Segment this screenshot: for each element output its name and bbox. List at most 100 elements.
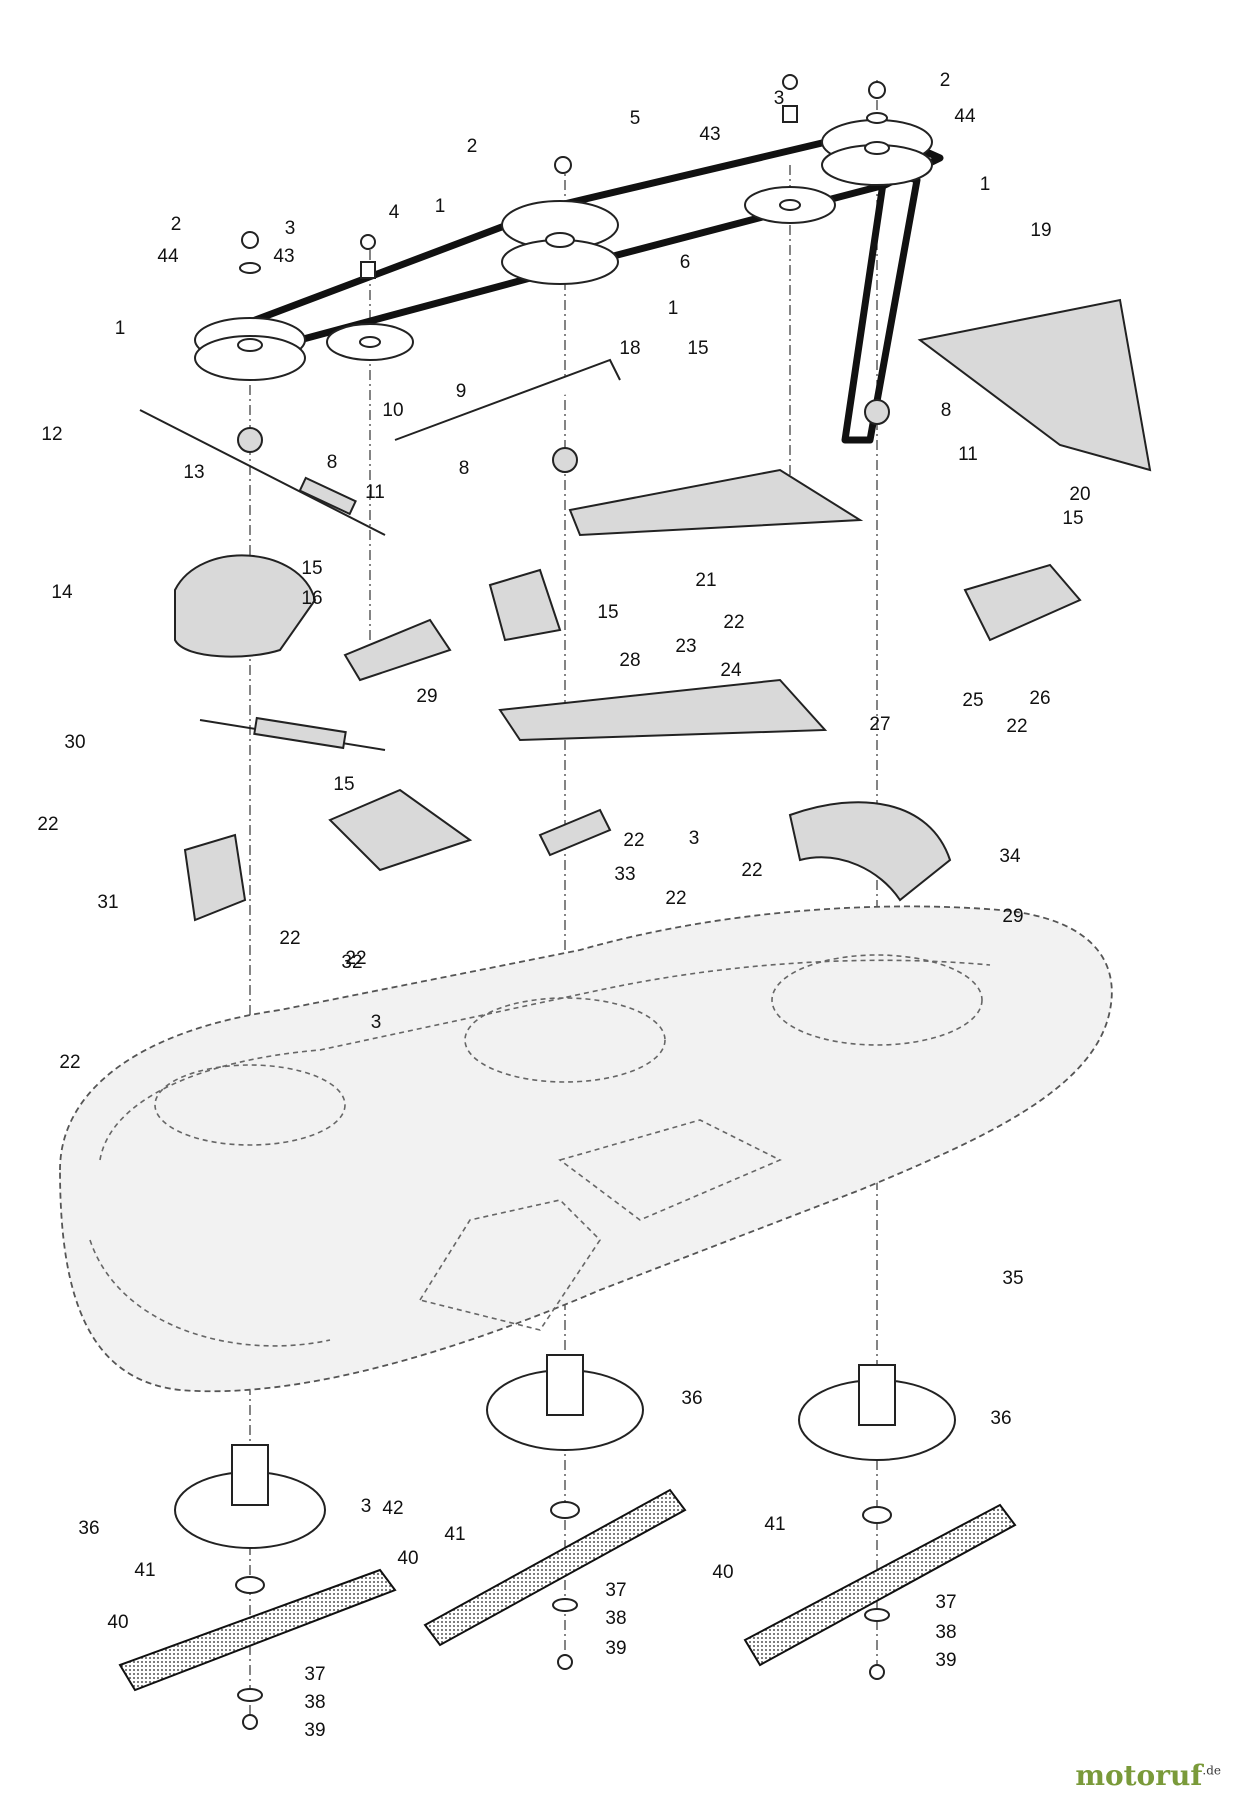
callout-35: 35 — [1002, 1268, 1023, 1289]
callout-23: 23 — [675, 636, 696, 657]
callout-41: 41 — [134, 1560, 155, 1581]
callout-11: 11 — [365, 482, 385, 503]
callout-3: 3 — [285, 218, 296, 239]
callout-14: 14 — [51, 582, 73, 603]
callout-2: 2 — [940, 70, 951, 91]
callout-40: 40 — [712, 1562, 733, 1583]
callout-41: 41 — [764, 1514, 785, 1535]
callout-12: 12 — [41, 424, 62, 445]
callout-22: 22 — [665, 888, 686, 909]
watermark-logo: motoruf.de — [1075, 1759, 1221, 1792]
top-fasteners — [237, 74, 890, 473]
callout-22: 22 — [279, 928, 300, 949]
callout-38: 38 — [304, 1692, 325, 1713]
pulleys — [194, 119, 933, 381]
spindle-right — [798, 1364, 956, 1461]
callout-1: 1 — [435, 196, 446, 217]
callout-2: 2 — [171, 214, 182, 235]
callout-37: 37 — [304, 1664, 325, 1685]
blade-hardware — [235, 1501, 892, 1730]
callout-32: 32 — [341, 952, 362, 973]
callout-22: 22 — [345, 948, 366, 969]
idler-pulley-9 — [326, 323, 414, 361]
callout-43: 43 — [699, 124, 720, 145]
callout-44: 44 — [954, 106, 976, 127]
callout-3: 3 — [361, 1496, 372, 1517]
callout-13: 13 — [183, 462, 204, 483]
callout-33: 33 — [614, 864, 635, 885]
callout-1: 1 — [115, 318, 126, 339]
pulley-right — [821, 119, 933, 186]
idler-pulley-6 — [744, 186, 836, 224]
callout-15: 15 — [301, 558, 322, 579]
callout-26: 26 — [1029, 688, 1050, 709]
callout-36: 36 — [990, 1408, 1011, 1429]
pulley-left — [194, 317, 306, 381]
pulley-center — [501, 200, 619, 285]
callout-22: 22 — [723, 612, 744, 633]
callout-15: 15 — [687, 338, 708, 359]
mower-blades — [118, 1488, 1017, 1692]
callout-29: 29 — [1002, 906, 1023, 927]
callout-30: 30 — [64, 732, 85, 753]
callout-1: 1 — [980, 174, 991, 195]
callout-41: 41 — [444, 1524, 465, 1545]
callout-38: 38 — [605, 1608, 626, 1629]
callout-39: 39 — [304, 1720, 325, 1741]
mower-deck-housing — [59, 905, 1113, 1393]
callout-22: 22 — [59, 1052, 80, 1073]
callout-4: 4 — [389, 202, 400, 223]
callout-37: 37 — [935, 1592, 956, 1613]
callout-15: 15 — [1062, 508, 1083, 529]
callout-34: 34 — [999, 846, 1021, 867]
callout-22: 22 — [741, 860, 762, 881]
callout-31: 31 — [97, 892, 118, 913]
callout-3: 3 — [774, 88, 785, 109]
callout-9: 9 — [456, 381, 467, 402]
callout-43: 43 — [273, 246, 294, 267]
linkage-parts — [139, 298, 1152, 922]
callout-15: 15 — [333, 774, 354, 795]
callout-40: 40 — [397, 1548, 418, 1569]
callout-2: 2 — [467, 136, 478, 157]
callout-40: 40 — [107, 1612, 128, 1633]
callout-18: 18 — [619, 338, 640, 359]
blade-spindles — [174, 1354, 956, 1549]
callout-37: 37 — [605, 1580, 626, 1601]
callout-42: 42 — [382, 1498, 403, 1519]
spindle-center — [486, 1354, 644, 1451]
callout-5: 5 — [630, 108, 641, 129]
callout-36: 36 — [681, 1388, 702, 1409]
callout-24: 24 — [720, 660, 742, 681]
callout-25: 25 — [962, 690, 983, 711]
callout-22: 22 — [1006, 716, 1027, 737]
callout-22: 22 — [623, 830, 644, 851]
callout-22: 22 — [37, 814, 58, 835]
callout-16: 16 — [301, 588, 322, 609]
watermark-suffix: .de — [1202, 1763, 1221, 1778]
spindle-left — [174, 1444, 326, 1549]
watermark-text: motoruf — [1075, 1759, 1203, 1792]
callout-44: 44 — [157, 246, 179, 267]
callout-28: 28 — [619, 650, 640, 671]
callout-38: 38 — [935, 1622, 956, 1643]
callout-20: 20 — [1069, 484, 1090, 505]
callout-8: 8 — [459, 458, 470, 479]
callout-8: 8 — [941, 400, 952, 421]
callout-19: 19 — [1030, 220, 1051, 241]
callout-39: 39 — [605, 1638, 626, 1659]
callout-8: 8 — [327, 452, 338, 473]
callout-29: 29 — [416, 686, 437, 707]
callout-21: 21 — [695, 570, 716, 591]
callout-15: 15 — [597, 602, 618, 623]
callout-3: 3 — [371, 1012, 382, 1033]
callout-1: 1 — [668, 298, 679, 319]
callout-39: 39 — [935, 1650, 956, 1671]
callout-11: 11 — [958, 444, 978, 465]
callout-3: 3 — [689, 828, 700, 849]
callout-36: 36 — [78, 1518, 99, 1539]
callout-6: 6 — [680, 252, 691, 273]
callout-10: 10 — [382, 400, 403, 421]
